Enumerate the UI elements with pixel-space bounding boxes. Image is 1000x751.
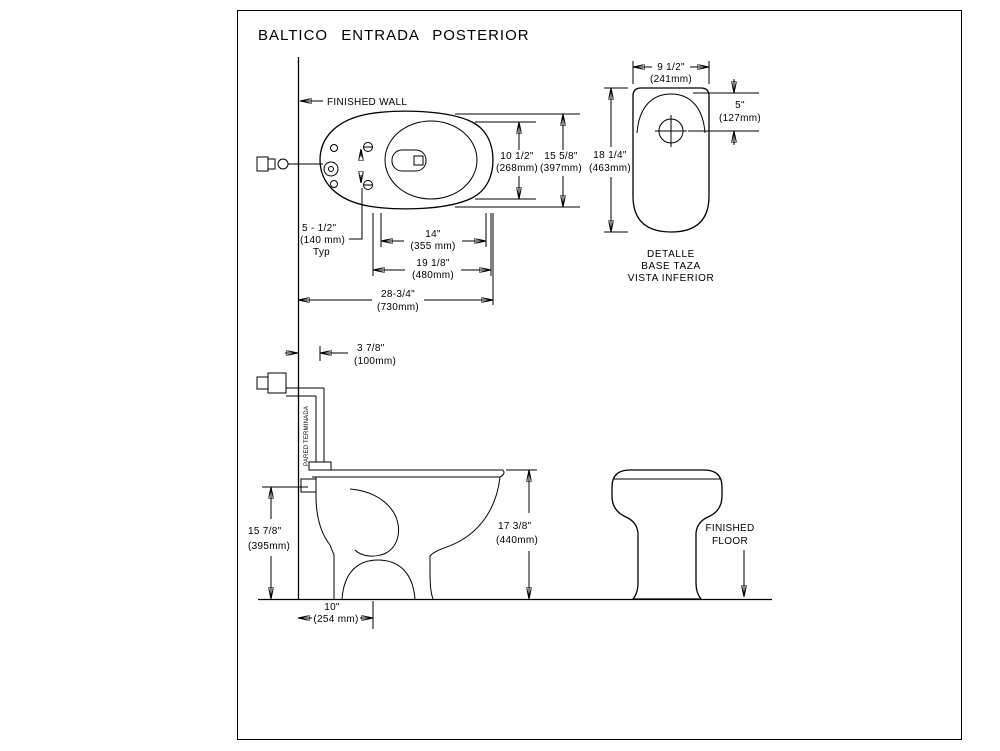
dim-inlet-offset-lines [285,346,348,361]
dim-bowl-water-width-in: 10 1/2" [500,151,534,162]
dim-wall-to-front-mm: (730mm) [377,302,419,313]
dim-bolt-spacing-in: 5 - 1/2" [302,223,336,234]
jet-opening [413,155,424,166]
dim-base-length-in: 18 1/4" [593,150,627,161]
finished-wall-callout: FINISHED WALL [301,97,407,108]
dim-base-bolt-offset-in: 5" [735,100,745,111]
detail-caption-line2: BASE TAZA [641,261,701,272]
dim-base-width-lines [632,61,710,84]
dim-base-length-lines [604,87,628,233]
dim-rough-in-lines [299,601,374,629]
dim-rim-length-in: 19 1/8" [416,258,450,269]
dim-base-length-mm: (463mm) [589,163,631,174]
dim-inlet-offset-mm: (100mm) [354,356,396,367]
drawing-frame [237,10,962,740]
spud-fitting [300,478,317,493]
dim-bowl-water-width-lines [475,121,536,200]
dim-inlet-height-mm: (395mm) [248,541,290,552]
rear-elevation [611,469,723,600]
dim-bolt-spacing-lines [349,150,362,240]
dim-wall-to-front-in: 28-3/4" [381,289,415,300]
water-spot-outline [391,149,427,172]
outlet-circle [655,115,687,147]
dim-inlet-height-in: 15 7/8" [248,526,282,537]
finished-floor-label-line1: FINISHED [705,523,754,534]
dim-rough-in-in: 10" [324,602,340,613]
pipe-coupling [308,461,332,471]
spud-circle [323,161,339,177]
dim-water-length-in: 14" [425,229,441,240]
dim-rim-height-in: 17 3/8" [498,521,532,532]
bowl-outer-outline [319,110,494,210]
flush-valve-assembly [256,372,332,493]
bolt-holes [330,142,373,190]
detail-view: 9 1/2" (241mm) 5" (127mm) 18 1/4" (463mm… [589,61,761,284]
drawing-title: BALTICO ENTRADA POSTERIOR [258,27,530,44]
dim-inlet-offset-in: 3 7/8" [357,343,385,354]
dim-rim-height-lines [506,469,537,598]
dim-wall-to-front-lines [299,213,494,305]
bowl-inner-rim [384,120,478,200]
rear-outline [611,469,723,600]
finished-floor-callout: FINISHED FLOOR [705,523,754,596]
dim-bowl-rim-width-in: 15 5/8" [544,151,578,162]
dim-water-length-mm: (355 mm) [410,241,455,252]
dim-bowl-rim-width-mm: (397mm) [540,163,582,174]
pared-terminada-label: PARED TERMINADA [304,406,310,466]
dim-bolt-spacing-mm: (140 mm) [300,235,345,246]
dim-rough-in-mm: (254 mm) [313,614,358,625]
finished-floor-label-line2: FLOOR [712,536,748,547]
finished-wall-label: FINISHED WALL [327,97,407,108]
plan-view: 5 - 1/2" (140 mm) Typ 10 1/2" (268mm) 15… [256,110,582,313]
dim-bowl-water-width-mm: (268mm) [496,163,538,174]
detail-caption-line1: DETALLE [647,249,695,260]
dim-base-bolt-offset-lines [688,79,759,145]
supply-fitting [256,156,339,177]
dim-bowl-rim-width-lines [455,113,580,208]
dim-base-bolt-offset-mm: (127mm) [719,113,761,124]
dim-base-width-in: 9 1/2" [657,62,685,73]
base-dome-arc [636,93,706,134]
dim-water-length-lines [380,213,487,247]
base-outline [632,87,710,233]
trapway-curves [341,488,416,600]
dim-rim-length-lines [372,213,492,276]
bowl-profile [312,469,505,600]
dim-bolt-spacing-note: Typ [313,247,330,258]
dim-inlet-height-lines [262,486,308,598]
dim-rim-height-mm: (440mm) [496,535,538,546]
dim-rim-length-mm: (480mm) [412,270,454,281]
detail-caption-line3: VISTA INFERIOR [628,273,715,284]
side-elevation: PARED TERMINADA 3 7/8" (100mm) 15 7/8" [248,343,538,629]
dim-base-width-mm: (241mm) [650,74,692,85]
